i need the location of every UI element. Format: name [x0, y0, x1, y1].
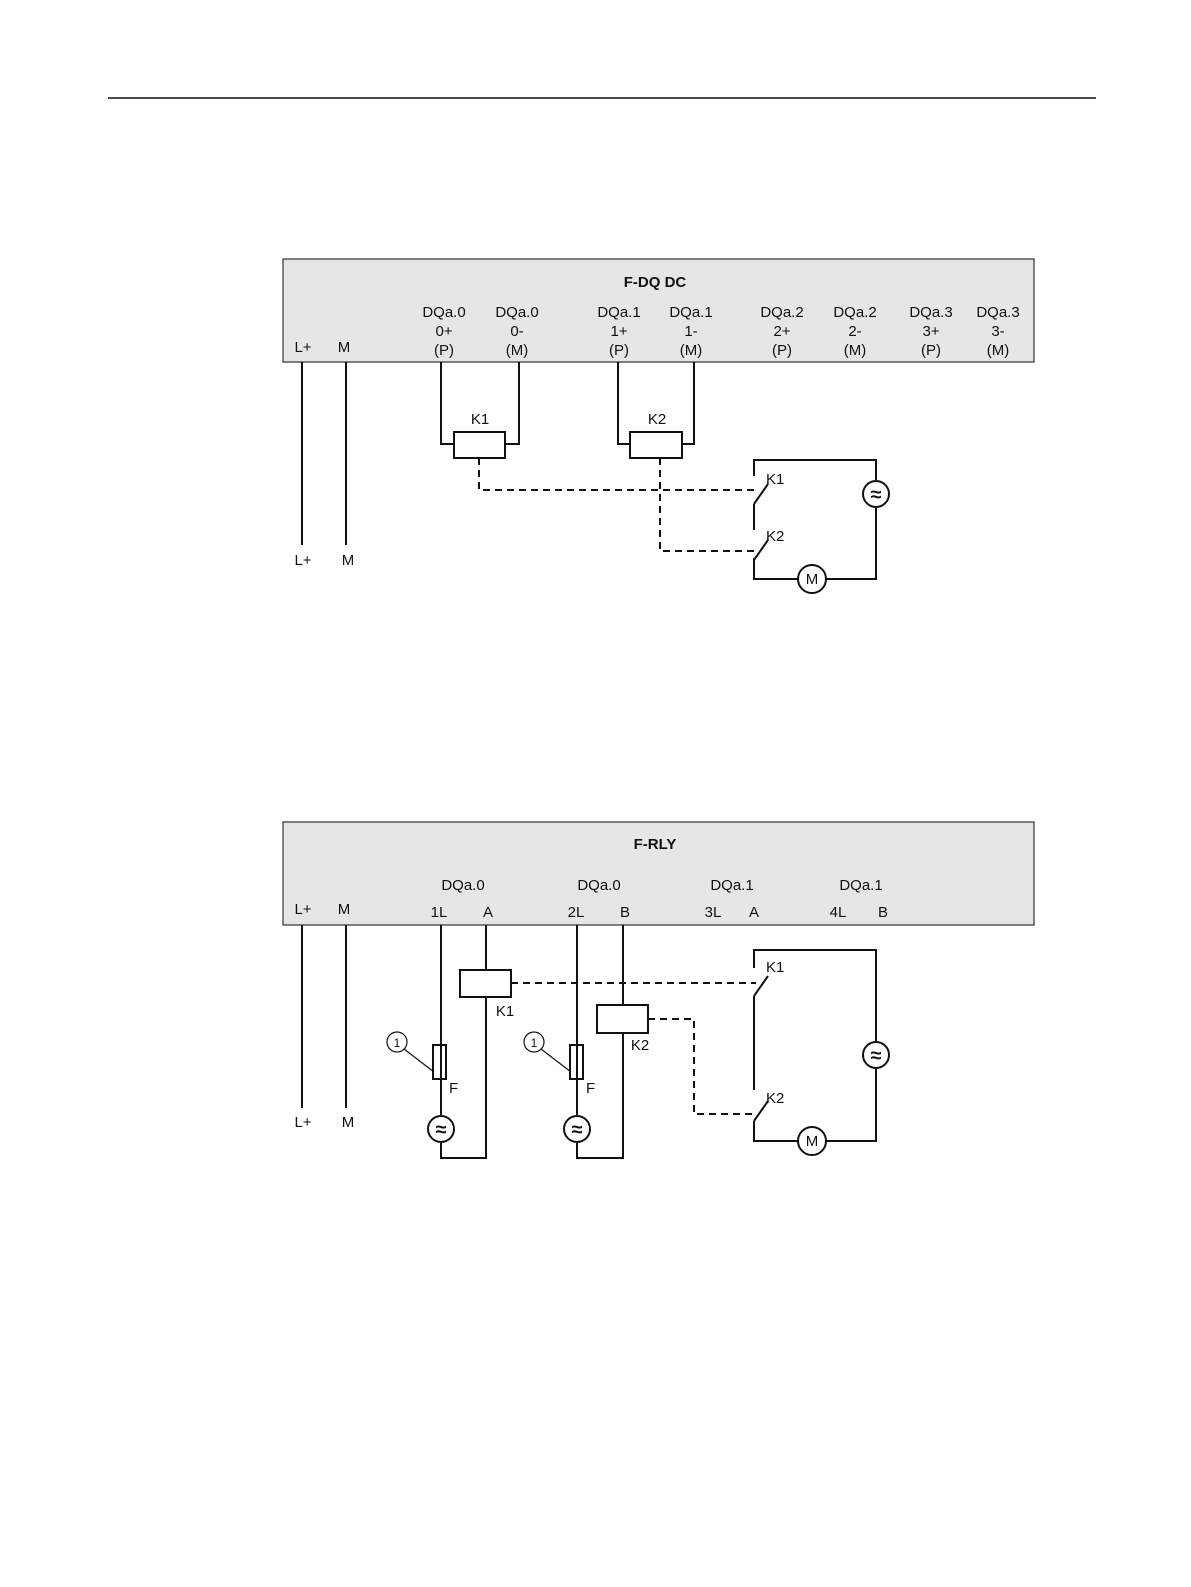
channel-name: DQa.3	[909, 304, 952, 321]
linkage-k2	[660, 458, 756, 551]
bottom-label-lplus: L+	[294, 1114, 311, 1131]
ac-source-icon: ≈	[871, 484, 882, 506]
contact-k1-label: K1	[766, 471, 784, 488]
load-circuit-1: K1 K2 ≈ M	[754, 460, 889, 593]
wire-load-bottom	[754, 558, 798, 579]
contact-k2-label: K2	[766, 1090, 784, 1107]
wire-load-right	[826, 1069, 876, 1141]
coil-k1-label: K1	[471, 411, 489, 428]
channel-type: (P)	[434, 342, 454, 359]
contact-k1	[754, 976, 768, 996]
group-terminal: B	[620, 904, 630, 921]
coil-k2-label: K2	[631, 1037, 649, 1054]
group-terminal: A	[483, 904, 493, 921]
linkage-k1	[479, 458, 756, 490]
coil-k2-label: K2	[648, 411, 666, 428]
channel-name: DQa.2	[760, 304, 803, 321]
channel-terminal: 3+	[922, 323, 939, 340]
fuse-1	[433, 1045, 446, 1079]
channel-type: (M)	[987, 342, 1010, 359]
terminal-m: M	[338, 339, 351, 356]
wire-k1-left	[441, 362, 454, 444]
motor-label: M	[806, 1133, 819, 1150]
ac-source-2-icon: ≈	[572, 1119, 583, 1141]
channel-name: DQa.3	[976, 304, 1019, 321]
channel-name: DQa.2	[833, 304, 876, 321]
group-terminal: 1L	[431, 904, 448, 921]
callout-1-label: 1	[394, 1036, 401, 1050]
contact-k2-label: K2	[766, 528, 784, 545]
diagram-f-dq-dc: F-DQ DC L+ M DQa.0 0+ (P) DQa.0 0- (M) D…	[283, 259, 1034, 593]
bottom-label-m: M	[342, 552, 355, 569]
callout-1-leader	[404, 1049, 434, 1072]
terminal-lplus: L+	[294, 339, 311, 356]
diagram-f-rly: F-RLY L+ M DQa.0 1L A DQa.0 2L B DQa.1 3…	[283, 822, 1034, 1158]
motor-label: M	[806, 571, 819, 588]
channel-terminal: 1-	[684, 323, 697, 340]
terminal-m: M	[338, 901, 351, 918]
group-terminal: B	[878, 904, 888, 921]
channel-type: (P)	[772, 342, 792, 359]
channel-type: (P)	[921, 342, 941, 359]
channel-name: DQa.1	[597, 304, 640, 321]
group-name: DQa.1	[710, 877, 753, 894]
coil-k2	[597, 1005, 648, 1033]
channel-name: DQa.0	[422, 304, 465, 321]
load-circuit-2: K1 K2 ≈ M	[754, 950, 889, 1155]
linkage-k2	[648, 1019, 756, 1114]
coil-k1	[454, 432, 505, 458]
coil-circuit-k1: K1 F 1 ≈	[387, 925, 514, 1158]
group-name: DQa.1	[839, 877, 882, 894]
fuse-2-label: F	[586, 1080, 595, 1097]
group-terminal: A	[749, 904, 759, 921]
channel-name: DQa.1	[669, 304, 712, 321]
group-terminal: 4L	[830, 904, 847, 921]
channel-terminal: 2+	[773, 323, 790, 340]
contact-k1-label: K1	[766, 959, 784, 976]
group-terminal: 3L	[705, 904, 722, 921]
channel-name: DQa.0	[495, 304, 538, 321]
fuse-1-label: F	[449, 1080, 458, 1097]
coil-k2	[630, 432, 682, 458]
channel-terminal: 2-	[848, 323, 861, 340]
channel-type: (P)	[609, 342, 629, 359]
callout-2-label: 1	[531, 1036, 538, 1050]
ac-source-icon: ≈	[871, 1045, 882, 1067]
channel-terminal: 0-	[510, 323, 523, 340]
wire-k2-left	[618, 362, 630, 444]
terminal-lplus: L+	[294, 901, 311, 918]
wire-k2-right	[682, 362, 694, 444]
channel-terminal: 1+	[610, 323, 627, 340]
module-title: F-RLY	[634, 836, 677, 853]
wire-load-bottom	[754, 1121, 798, 1141]
channel-terminal: 0+	[435, 323, 452, 340]
coil-k1	[460, 970, 511, 997]
group-name: DQa.0	[441, 877, 484, 894]
wire-k1-right	[505, 362, 519, 444]
wire-load-right	[826, 508, 876, 579]
coil-circuit-k2: K2 F 1 ≈	[524, 925, 649, 1158]
channel-type: (M)	[680, 342, 703, 359]
ac-source-1-icon: ≈	[436, 1119, 447, 1141]
group-name: DQa.0	[577, 877, 620, 894]
channel-type: (M)	[844, 342, 867, 359]
coil-k1-label: K1	[496, 1003, 514, 1020]
channel-terminal: 3-	[991, 323, 1004, 340]
group-terminal: 2L	[568, 904, 585, 921]
bottom-label-m: M	[342, 1114, 355, 1131]
module-title: F-DQ DC	[624, 274, 687, 291]
callout-2-leader	[541, 1049, 571, 1072]
bottom-label-lplus: L+	[294, 552, 311, 569]
channel-type: (M)	[506, 342, 529, 359]
